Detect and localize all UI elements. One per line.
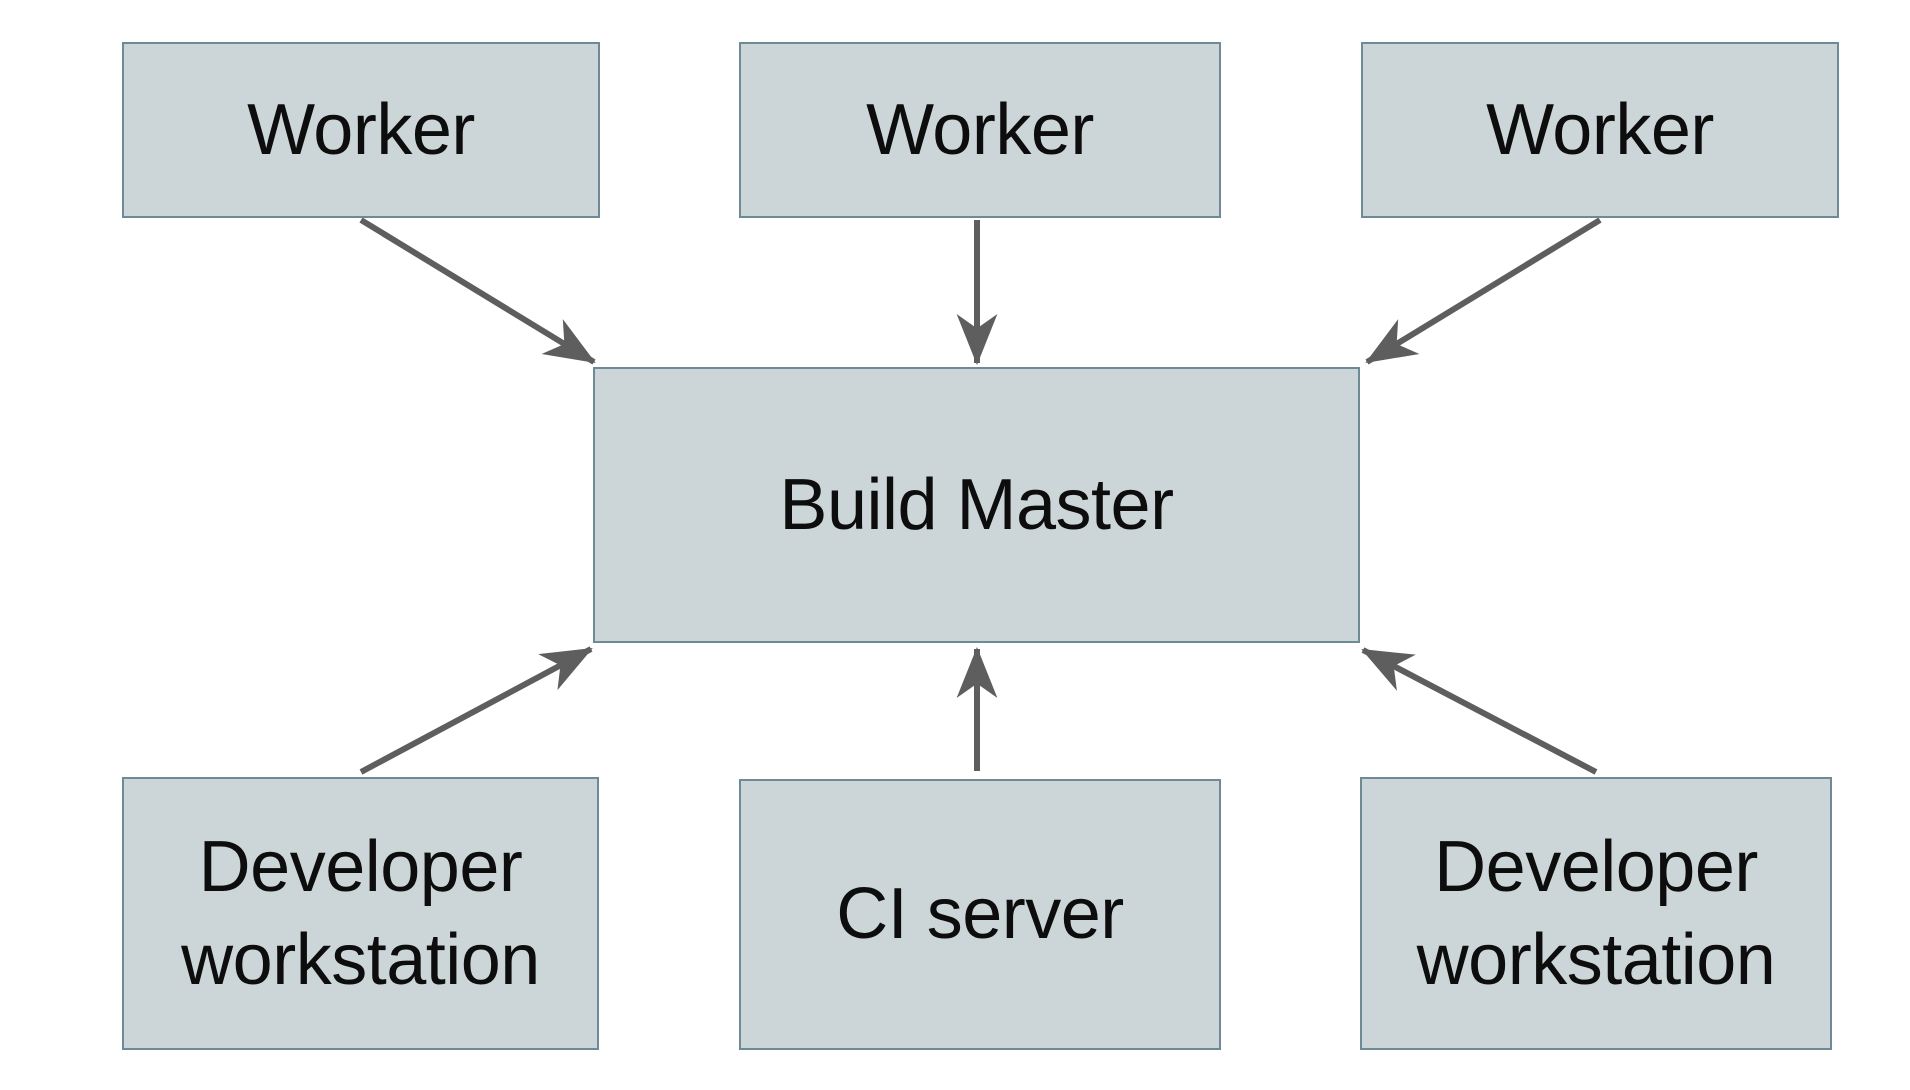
node-label: Build Master <box>779 464 1174 545</box>
node-label: Worker <box>866 89 1094 170</box>
node-label: Developer workstation <box>181 827 540 1000</box>
arrow-developer-workstation-right-to-build-master <box>1361 647 1598 775</box>
node-label: Worker <box>1486 89 1714 170</box>
node-build-master: Build Master <box>593 367 1360 643</box>
arrow-worker-1-to-build-master <box>359 217 596 365</box>
node-worker-3: Worker <box>1361 42 1839 218</box>
node-developer-workstation-left: Developer workstation <box>122 777 599 1050</box>
node-label: Worker <box>247 89 475 170</box>
node-label: Developer workstation <box>1416 827 1776 1000</box>
arrow-worker-3-to-build-master <box>1365 217 1602 365</box>
arrow-developer-workstation-left-to-build-master <box>359 646 593 775</box>
node-developer-workstation-right: Developer workstation <box>1360 777 1832 1050</box>
node-worker-1: Worker <box>122 42 600 218</box>
node-ci-server: CI server <box>739 779 1221 1050</box>
node-worker-2: Worker <box>739 42 1221 218</box>
node-label: CI server <box>836 874 1124 955</box>
